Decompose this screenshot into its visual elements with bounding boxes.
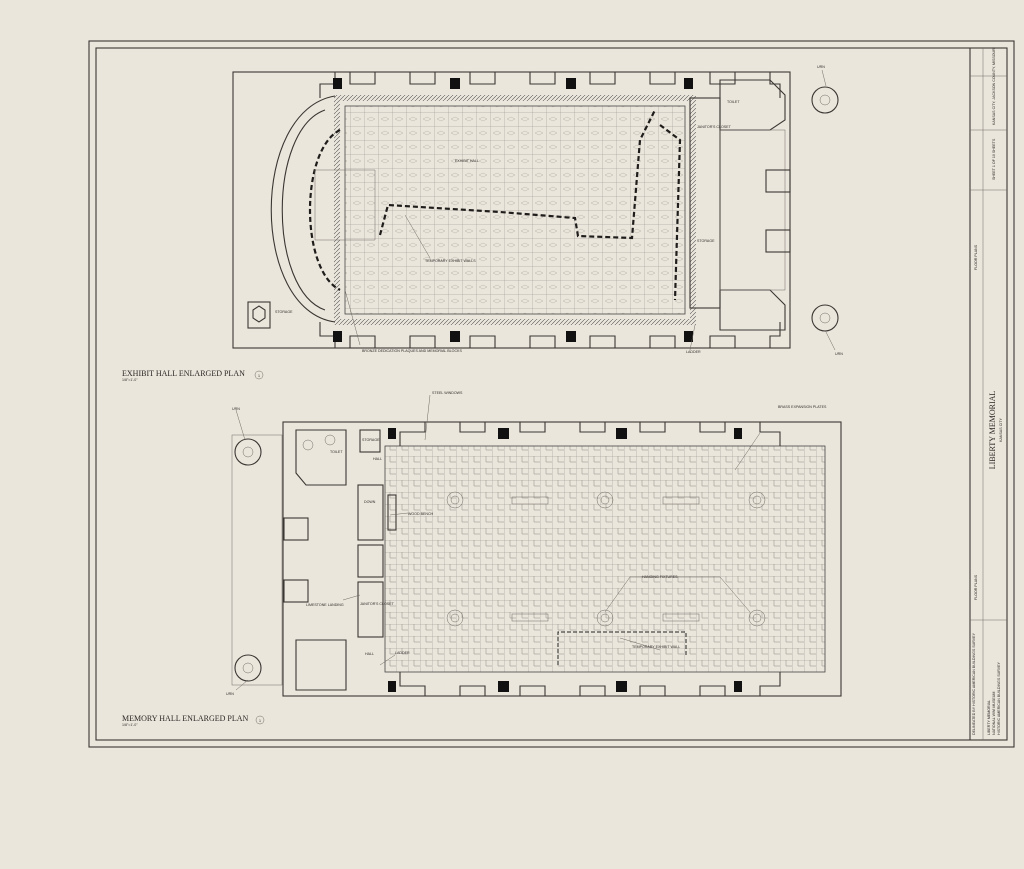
label-urn-bottom: URN <box>835 352 843 356</box>
label-janitors-closet: JANITOR'S CLOSET <box>360 602 395 606</box>
sheet-location: KANSAS CITY <box>999 418 1003 442</box>
drawing-subject-2: FLOOR PLANS <box>974 574 978 600</box>
label-down: DOWN <box>364 500 376 504</box>
label-storage-left: STORAGE <box>275 310 293 314</box>
exhibit-plan-scale: 1/8"=1'-0" <box>122 378 138 382</box>
label-wood-bench: WOOD BENCH <box>408 512 434 516</box>
label-urn-bottom: URN <box>226 692 234 696</box>
label-temporary-wall: TEMPORARY EXHIBIT WALL <box>632 645 680 649</box>
label-storage: STORAGE <box>362 438 380 442</box>
exhibit-hall-plan: EXHIBIT HALL TEMPORARY EXHIBIT WALLS BRO… <box>232 65 843 356</box>
north-arrow-icon <box>254 370 264 380</box>
label-limestone-landing: LIMESTONE LANDING <box>306 603 344 607</box>
memory-north: 1 <box>259 719 261 723</box>
outer-border <box>88 40 1015 748</box>
project-line-3: HISTORIC AMERICAN BUILDINGS SURVEY <box>997 661 1001 735</box>
memory-plan-scale: 1/8"=1'-0" <box>122 723 138 727</box>
label-exhibit-hall: EXHIBIT HALL <box>455 159 479 163</box>
label-urn-top: URN <box>817 65 825 69</box>
label-urn-top: URN <box>232 407 240 411</box>
project-line-1: LIBERTY MEMORIAL <box>987 700 991 735</box>
label-hall-2: HALL <box>365 652 374 656</box>
sheet-title: LIBERTY MEMORIAL <box>988 391 997 470</box>
title-block: LIBERTY MEMORIAL KANSAS CITY SHEET 1 OF … <box>969 47 1007 740</box>
north-arrow-icon <box>255 715 265 725</box>
label-brass-plates: BRASS EXPANSION PLATES <box>778 405 827 409</box>
label-storage: STORAGE <box>697 239 715 243</box>
sheet-number: SHEET 1 OF 10 SHEETS <box>992 138 996 180</box>
memory-plan-title: MEMORY HALL ENLARGED PLAN <box>122 714 249 723</box>
label-ladder: LADDER <box>395 651 410 655</box>
inner-border <box>95 47 1008 741</box>
label-janitors-closet: JANITOR'S CLOSET <box>697 125 732 129</box>
label-hanging-fixtures: HANGING FIXTURES <box>642 575 678 579</box>
label-bronze-plaques: BRONZE DEDICATION PLAQUES AND MEMORIAL B… <box>362 349 462 353</box>
label-hall: HALL <box>373 457 382 461</box>
project-line-2: NATIONAL WWI MUSEUM <box>992 692 996 735</box>
label-toilet: TOILET <box>330 450 343 454</box>
credit-line: DELINEATED BY HISTORIC AMERICAN BUILDING… <box>972 632 976 735</box>
drawing-subject: FLOOR PLANS <box>974 244 978 270</box>
label-toilet: TOILET <box>727 100 740 104</box>
exhibit-plan-title: EXHIBIT HALL ENLARGED PLAN <box>122 369 245 378</box>
label-steel-windows: STEEL WINDOWS <box>432 391 463 395</box>
label-ladder: LADDER <box>686 350 701 354</box>
exhibit-north: 1 <box>258 374 260 378</box>
label-temporary-walls: TEMPORARY EXHIBIT WALLS <box>425 259 476 263</box>
memory-hall-plan: URN URN STEEL WINDOWS BRASS EXPANSION PL… <box>226 391 842 697</box>
sheet-state: KANSAS CITY, JACKSON COUNTY, MISSOURI <box>992 47 996 125</box>
